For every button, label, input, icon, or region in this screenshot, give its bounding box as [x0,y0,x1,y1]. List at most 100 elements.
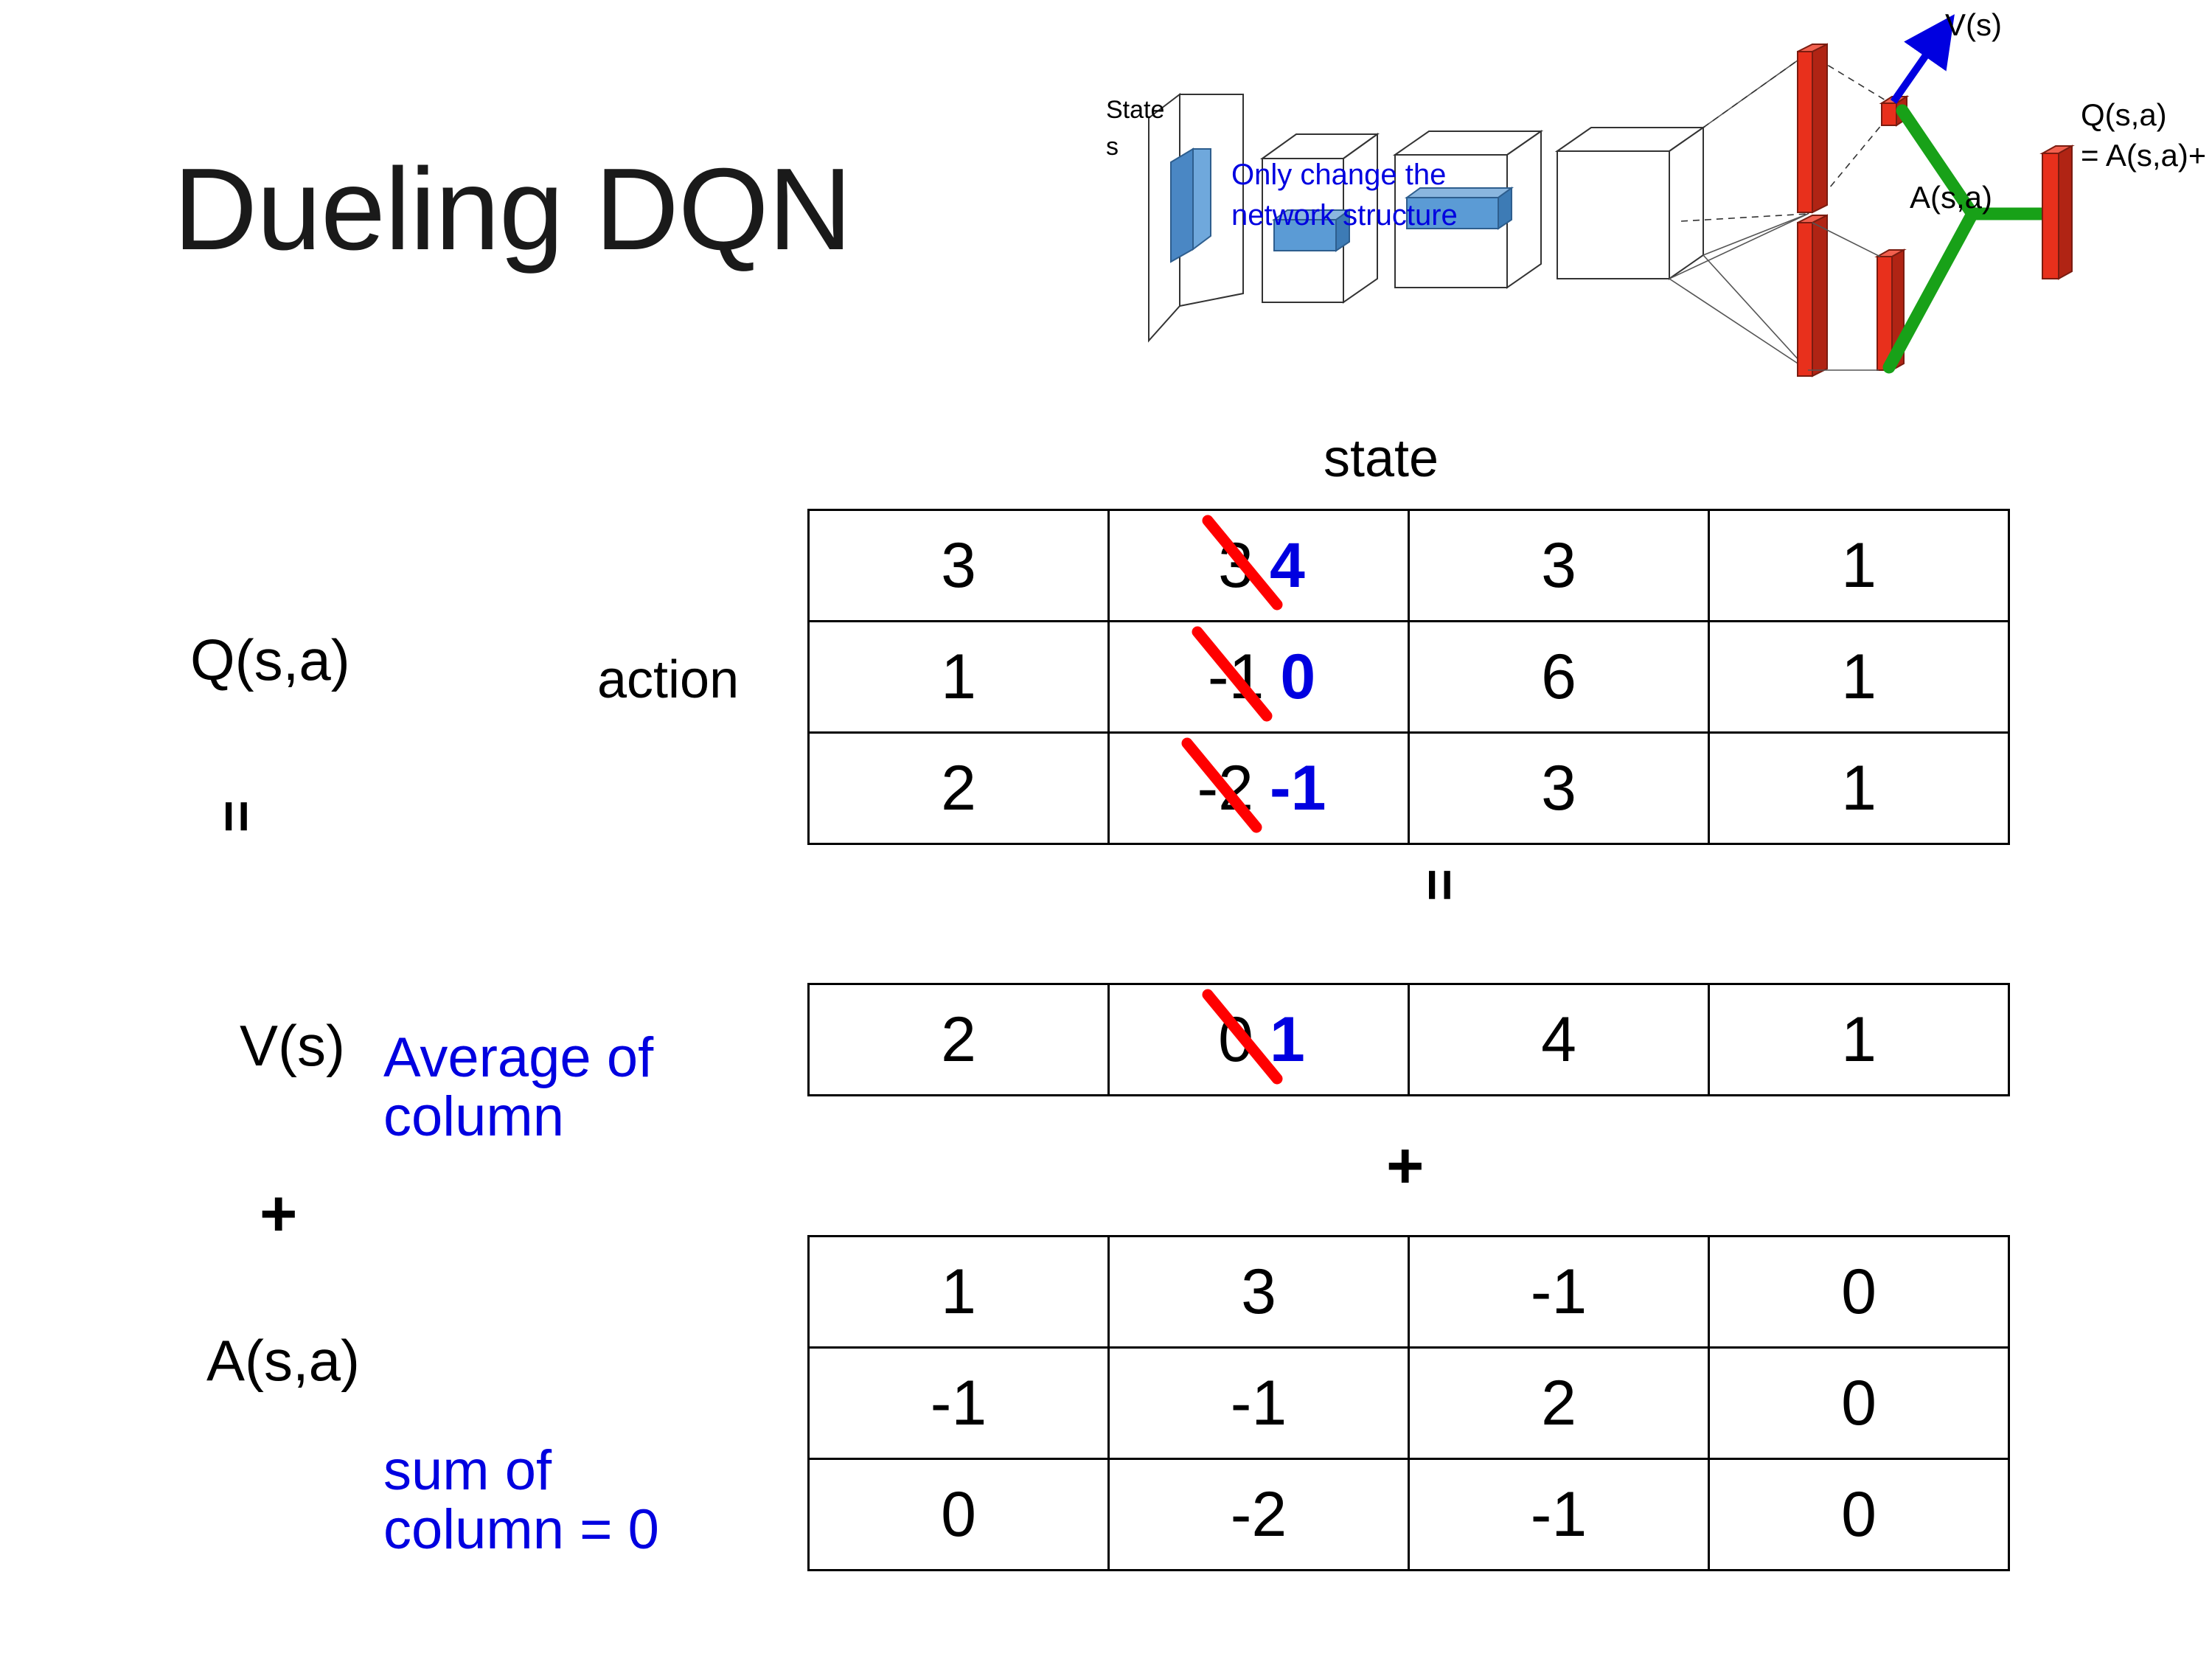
table-cell: 3 [1107,1235,1410,1349]
plain-cell: 0 [1710,1460,2008,1569]
table-cell: 2 [807,731,1110,845]
table-cell: 0 [1708,1235,2010,1349]
table-cell: -2 [1107,1458,1410,1571]
q-table-label: Q(s,a) [190,627,350,692]
table-cell: 3 [1408,731,1710,845]
table-cell: -1 [1408,1458,1710,1571]
table-cell: 1 [1708,509,2010,622]
plain-cell: 2 [1410,1349,1708,1458]
plain-cell: 0 [1710,1349,2008,1458]
average-of-column-note: Average of column [383,1029,653,1147]
corrected-value: 0 [1280,641,1316,712]
v-table-label: V(s) [240,1013,345,1078]
cell-value: 1 [1841,1004,1877,1075]
plain-cell: 1 [810,1237,1107,1346]
table-cell: 3 [1408,509,1710,622]
page-title: Dueling DQN [173,145,852,274]
cell-value: 0 [1841,1478,1877,1550]
plain-cell: 2 [810,985,1107,1094]
cell-value: -1 [1230,1367,1287,1439]
average-note-line1: Average of [383,1026,654,1089]
cell-value: 3 [941,529,976,601]
plain-cell: 0 [1710,1237,2008,1346]
table-cell: 0 [1708,1346,2010,1460]
table-cell: 1 [807,620,1110,734]
table-cell: 2 [1408,1346,1710,1460]
struck-value: 3 [1218,529,1253,601]
plain-cell: 2 [810,734,1107,843]
cell-value: 3 [1541,529,1576,601]
state-input-label-line1: State [1106,96,1164,124]
cell-value: 0 [941,1478,976,1550]
q-output-label-line1: Q(s,a) [2081,97,2167,132]
advantage-output-label: A(s,a) [1910,180,1992,215]
table-cell: -2-1 [1107,731,1410,845]
cell-value: 1 [1841,641,1877,712]
plain-cell: 1 [1710,734,2008,843]
average-note-line2: column [383,1085,564,1148]
value-output-label: V(s) [1945,7,2002,42]
table-cell: -1 [1408,1235,1710,1349]
table-row: 1 3 -1 0 [807,1235,2010,1349]
cell-value: -1 [1530,1256,1587,1327]
cell-value: 1 [941,1256,976,1327]
table-cell: 1 [1708,731,2010,845]
equals-sign-middle: = [1408,869,1471,902]
corrected-value: 4 [1270,529,1305,601]
sum-note-line2: column = 0 [383,1498,659,1561]
q-output-label-line2: = A(s,a)+V(s) [2081,138,2205,173]
sum-of-column-note: sum of column = 0 [383,1441,659,1559]
cell-value: 1 [1841,752,1877,824]
plain-cell: -1 [810,1349,1107,1458]
plain-cell: 0 [810,1460,1107,1569]
table-cell: -1 [807,1346,1110,1460]
table-cell: 6 [1408,620,1710,734]
plain-cell: 6 [1410,622,1708,731]
plain-cell: 4 [1410,985,1708,1094]
cell-value: -1 [1530,1478,1587,1550]
plain-cell: 1 [1710,622,2008,731]
plain-cell: -2 [1110,1460,1408,1569]
table-cell: 1 [1708,983,2010,1096]
plain-cell: 3 [1410,511,1708,620]
state-input-label-line2: s [1106,133,1119,161]
plain-cell: 3 [810,511,1107,620]
state-axis-header: state [1324,429,1439,488]
plain-cell: 1 [1710,511,2008,620]
sum-note-line1: sum of [383,1439,552,1502]
plus-sign-middle: + [1386,1129,1425,1202]
cell-value: 2 [941,752,976,824]
cell-value: -1 [930,1367,987,1439]
a-table-label: A(s,a) [206,1328,361,1393]
table-cell: 1 [1708,620,2010,734]
table-cell: 1 [807,1235,1110,1349]
struck-value: -1 [1207,641,1265,712]
plain-cell: -1 [1110,1349,1408,1458]
equals-sign-top: = [205,800,268,833]
table-row: -1 -1 2 0 [807,1346,2010,1460]
dueling-network-diagram: State s Only change the network structur… [1099,7,2205,409]
cell-value: 0 [1841,1367,1877,1439]
struck-value-wrap: -1 [1192,626,1273,721]
table-cell: -1 [1107,1346,1410,1460]
corrected-cell: -2-1 [1110,734,1408,843]
cell-value: 2 [941,1004,976,1075]
plus-sign-left: + [260,1177,298,1250]
plain-cell: -1 [1410,1460,1708,1569]
table-cell: 0 [807,1458,1110,1571]
struck-value-wrap: 3 [1202,515,1283,610]
table-cell: 0 [1708,1458,2010,1571]
